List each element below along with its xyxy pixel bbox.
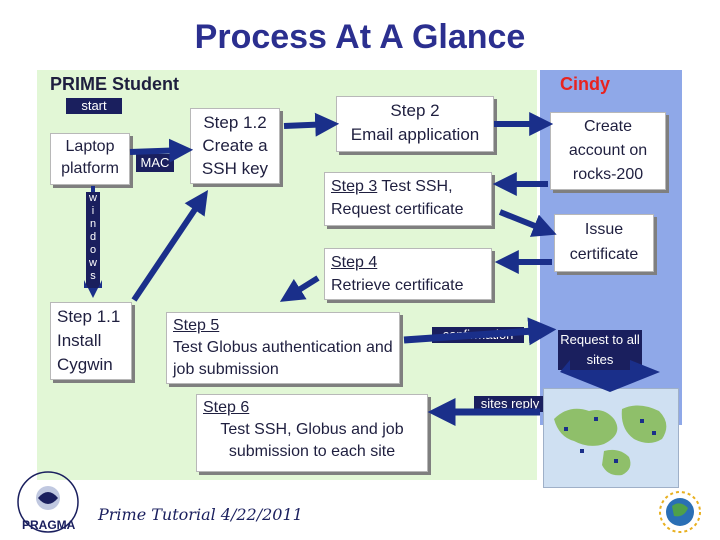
step-1-1-box: Step 1.1 Install Cygwin xyxy=(50,302,132,380)
step-5-box: Step 5 Test Globus authentication and jo… xyxy=(166,312,400,384)
step-1-2-text: Create a SSH key xyxy=(201,136,269,178)
step-5-name: Step 5 xyxy=(173,317,220,334)
mac-label: MAC xyxy=(136,154,174,172)
request-label: Request to all sites xyxy=(558,330,642,370)
laptop-platform-text: Laptop platform xyxy=(61,138,119,177)
pragma-seal-icon xyxy=(17,471,79,533)
step-3-text: Test SSH, Request certificate xyxy=(331,178,464,218)
student-header: PRIME Student xyxy=(50,74,179,94)
page-title: Process At A Glance xyxy=(194,18,526,56)
step-6-text: Test SSH, Globus and job submission to e… xyxy=(220,421,404,460)
step-1-2-box: Step 1.2 Create a SSH key xyxy=(190,108,280,184)
globe-logo xyxy=(652,486,708,536)
windows-letter: o xyxy=(89,244,97,256)
arrow-confirmation xyxy=(403,317,557,346)
step-3-box: Step 3 Test SSH, Request certificate xyxy=(324,172,492,226)
step-1-1-name: Step 1.1 xyxy=(57,307,121,326)
arrow-step1-1-to-step1-2 xyxy=(131,190,209,302)
arrow-laptop-to-step1-2 xyxy=(129,138,194,163)
world-map-icon xyxy=(544,389,678,487)
step-4-box: Step 4 Retrieve certificate xyxy=(324,248,492,300)
step-2-text: Email application xyxy=(350,125,480,144)
step-2-name: Step 2 xyxy=(390,101,440,120)
arrow-step3-to-issue-certificate xyxy=(498,209,557,237)
issue-certificate-box: Issue certificate xyxy=(554,214,654,272)
windows-letter: w xyxy=(89,257,97,269)
step-3-name: Step 3 xyxy=(331,178,378,195)
start-label: start xyxy=(66,98,122,114)
windows-letter: i xyxy=(91,205,95,217)
sites-reply-label: sites reply xyxy=(474,396,546,412)
step-1-1-text: Install Cygwin xyxy=(57,331,113,374)
pragma-logo-text: PRAGMA xyxy=(22,518,76,532)
windows-letter: w xyxy=(89,192,97,204)
arrow-step4-to-step5 xyxy=(279,275,320,302)
cindy-header: Cindy xyxy=(560,74,611,94)
step-4-name: Step 4 xyxy=(331,254,378,271)
create-account-text: Create account on rocks-200 xyxy=(568,118,648,183)
step-1-2-name: Step 1.2 xyxy=(203,113,267,132)
step-4-text: Retrieve certificate xyxy=(331,277,464,294)
windows-letter: s xyxy=(90,270,96,282)
arrow-windows-to-step1-1 xyxy=(84,280,102,298)
laptop-platform-box: Laptop platform xyxy=(50,133,130,185)
step-2-box: Step 2 Email application xyxy=(336,96,494,152)
create-account-box: Create account on rocks-200 xyxy=(550,112,666,190)
issue-certificate-text: Issue certificate xyxy=(569,221,639,263)
windows-letter: n xyxy=(89,218,97,230)
globe-icon xyxy=(659,491,701,533)
arrow-request-to-sites xyxy=(560,360,660,392)
windows-label: w i n d o w s xyxy=(86,192,100,288)
step-5-text: Test Globus authentication and job submi… xyxy=(173,339,393,378)
pragma-logo: PRAGMA xyxy=(4,468,92,536)
windows-letter: d xyxy=(89,231,97,243)
step-6-name: Step 6 xyxy=(203,399,250,416)
sites-map-image xyxy=(543,388,679,488)
footer-text: Prime Tutorial 4/22/2011 xyxy=(98,505,303,524)
arrow-step1-2-to-step2 xyxy=(283,112,340,137)
step-6-box: Step 6 Test SSH, Globus and job submissi… xyxy=(196,394,428,472)
